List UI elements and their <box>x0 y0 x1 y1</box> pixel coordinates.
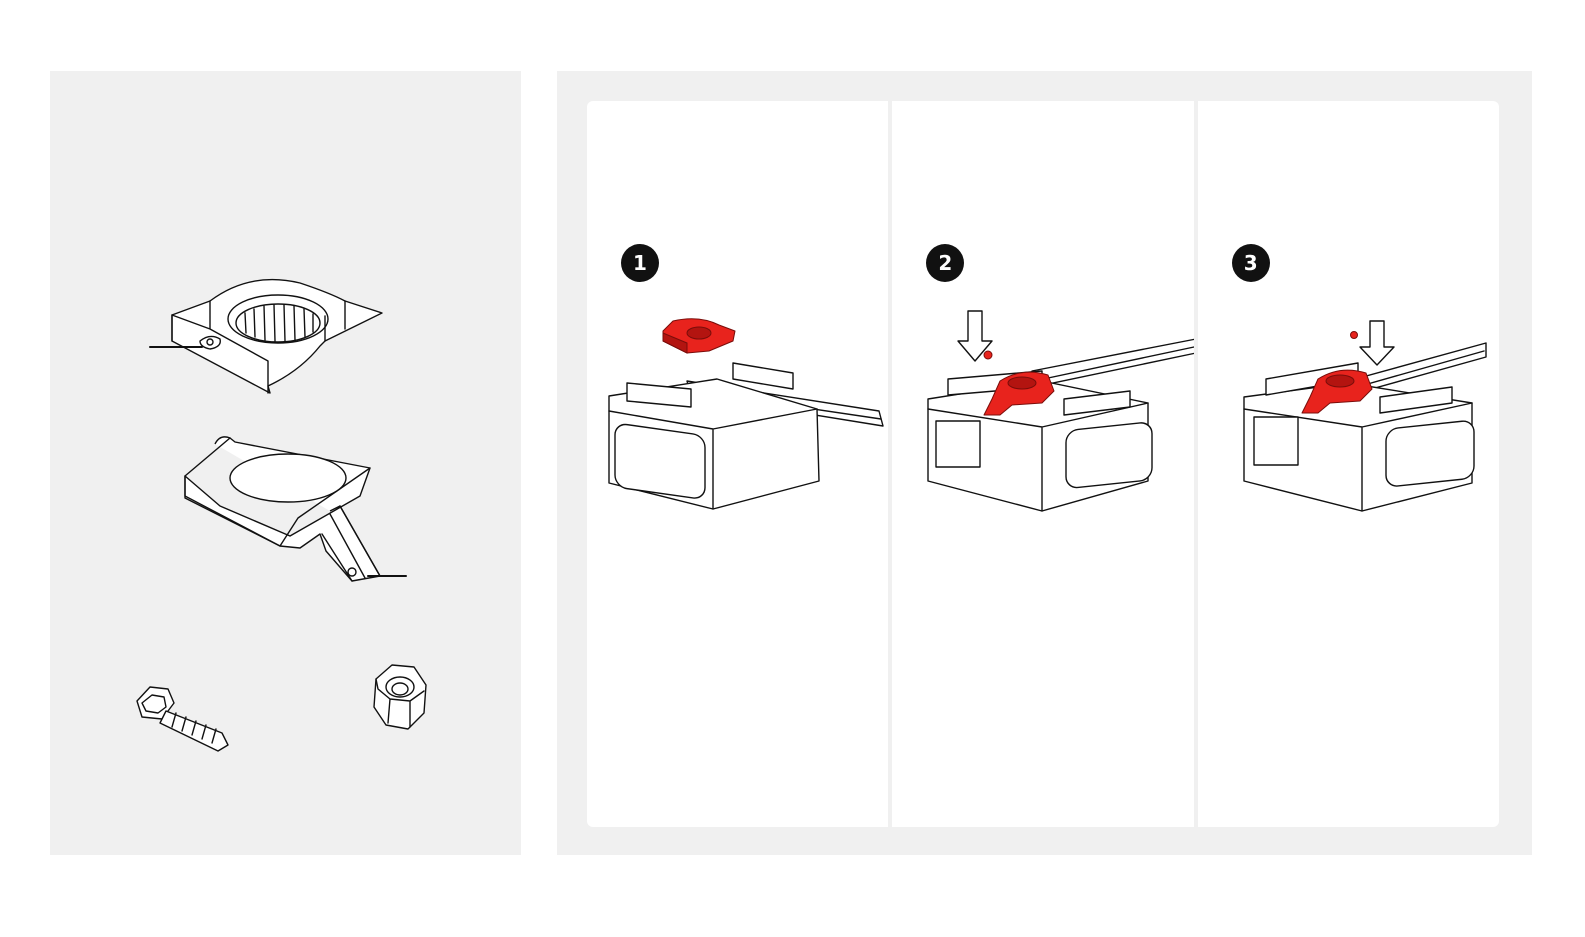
screw-marker-icon <box>1350 332 1357 339</box>
down-arrow-icon <box>1360 321 1394 365</box>
steps-container: 1 2 <box>587 101 1499 827</box>
step-1: 1 <box>587 101 888 827</box>
nut-icon <box>368 661 438 736</box>
step-number-badge: 2 <box>926 244 964 282</box>
cover-bottom-icon <box>180 426 420 586</box>
step-3: 3 <box>1194 101 1499 827</box>
screw-icon <box>132 681 242 761</box>
nut-marker-icon <box>984 351 992 359</box>
step-2: 2 <box>888 101 1193 827</box>
opener-step-2-illustration <box>892 291 1192 551</box>
step-number-badge: 3 <box>1232 244 1270 282</box>
step-number-badge: 1 <box>621 244 659 282</box>
opener-step-1-illustration <box>587 291 887 551</box>
cover-top-icon <box>150 271 390 401</box>
steps-panel: 1 2 <box>557 71 1532 855</box>
parts-panel <box>50 71 521 855</box>
opener-step-3-illustration <box>1198 291 1498 551</box>
